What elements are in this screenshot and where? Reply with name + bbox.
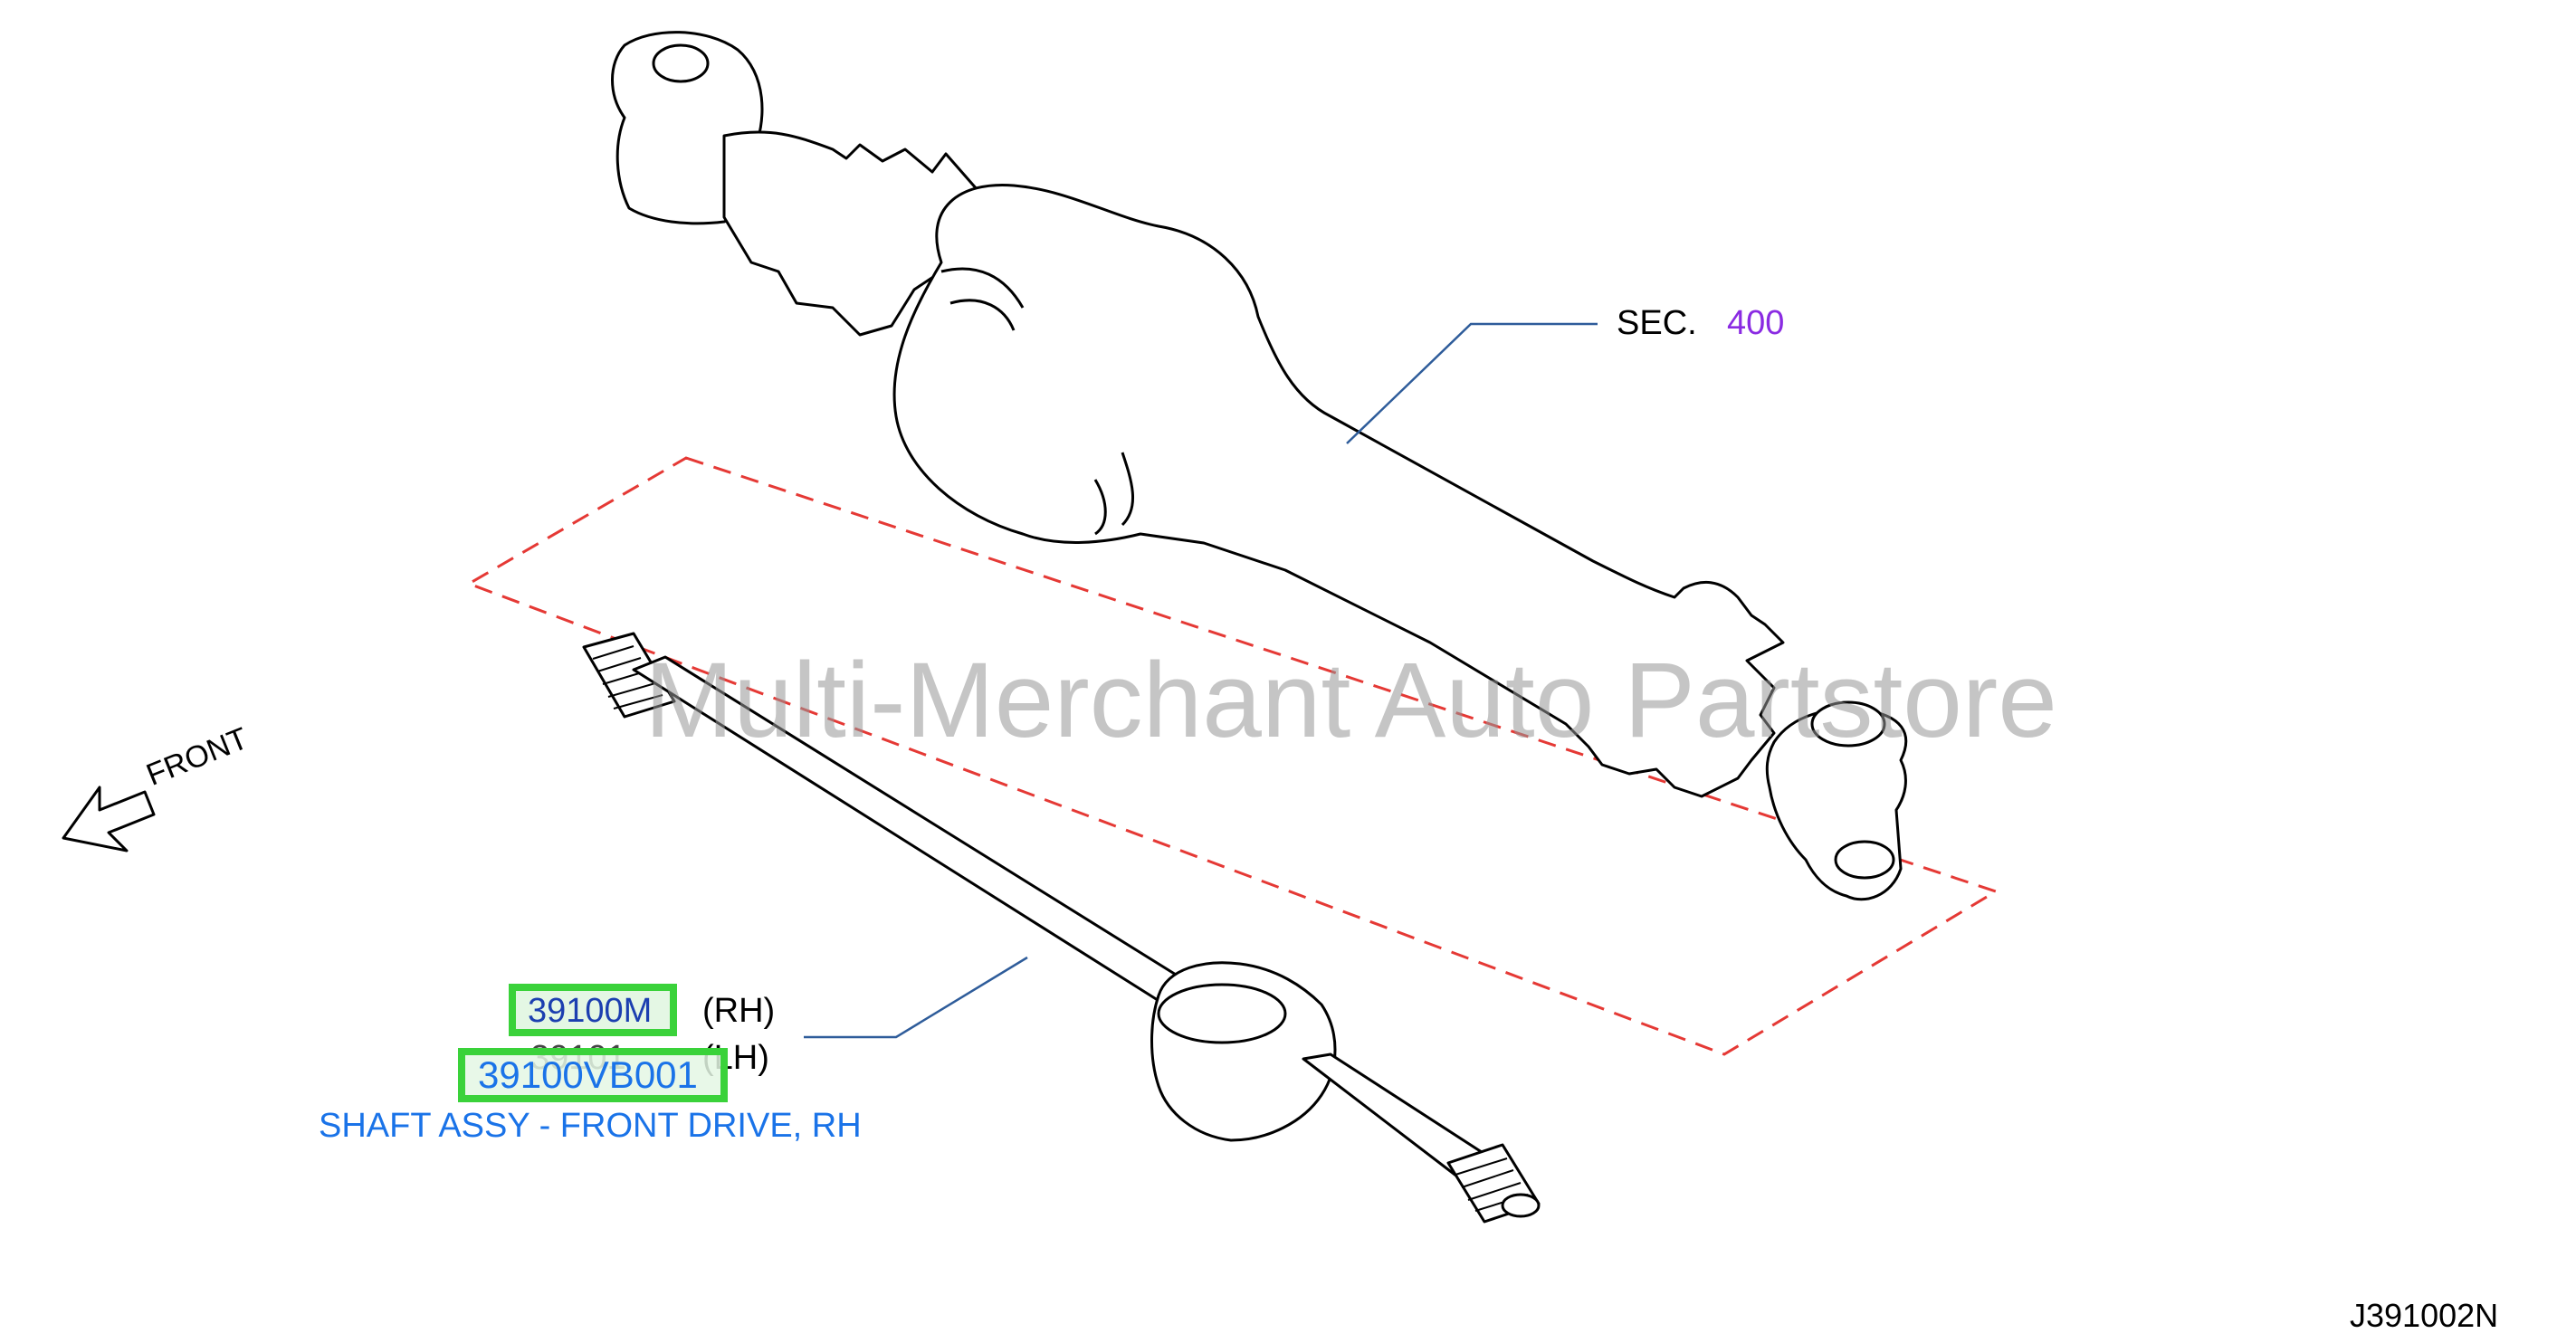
front-direction-arrow-icon <box>62 786 156 852</box>
part-description: SHAFT ASSY - FRONT DRIVE, RH <box>319 1107 862 1145</box>
watermark: Multi-Merchant Auto Partstore <box>644 641 2057 760</box>
diagram-code: J391002N <box>2350 1297 2499 1334</box>
part-side-rh: (RH) <box>702 992 776 1030</box>
section-prefix: SEC. <box>1617 304 1697 342</box>
assembly-outline-dashed <box>465 456 1999 1056</box>
part-number-39100vb001[interactable]: 39100VB001 <box>478 1053 698 1096</box>
part-highlight-box-39100m[interactable] <box>509 984 677 1036</box>
part-highlight-box-39100vb001[interactable] <box>458 1048 728 1102</box>
leader-line-sec <box>1346 322 1598 444</box>
section-link-400[interactable]: 400 <box>1727 304 1785 342</box>
part-number-39100m[interactable]: 39100M <box>528 992 653 1030</box>
leader-line-shaft <box>804 956 1028 1039</box>
axle-housing <box>611 31 1908 901</box>
front-drive-shaft <box>582 632 1541 1224</box>
